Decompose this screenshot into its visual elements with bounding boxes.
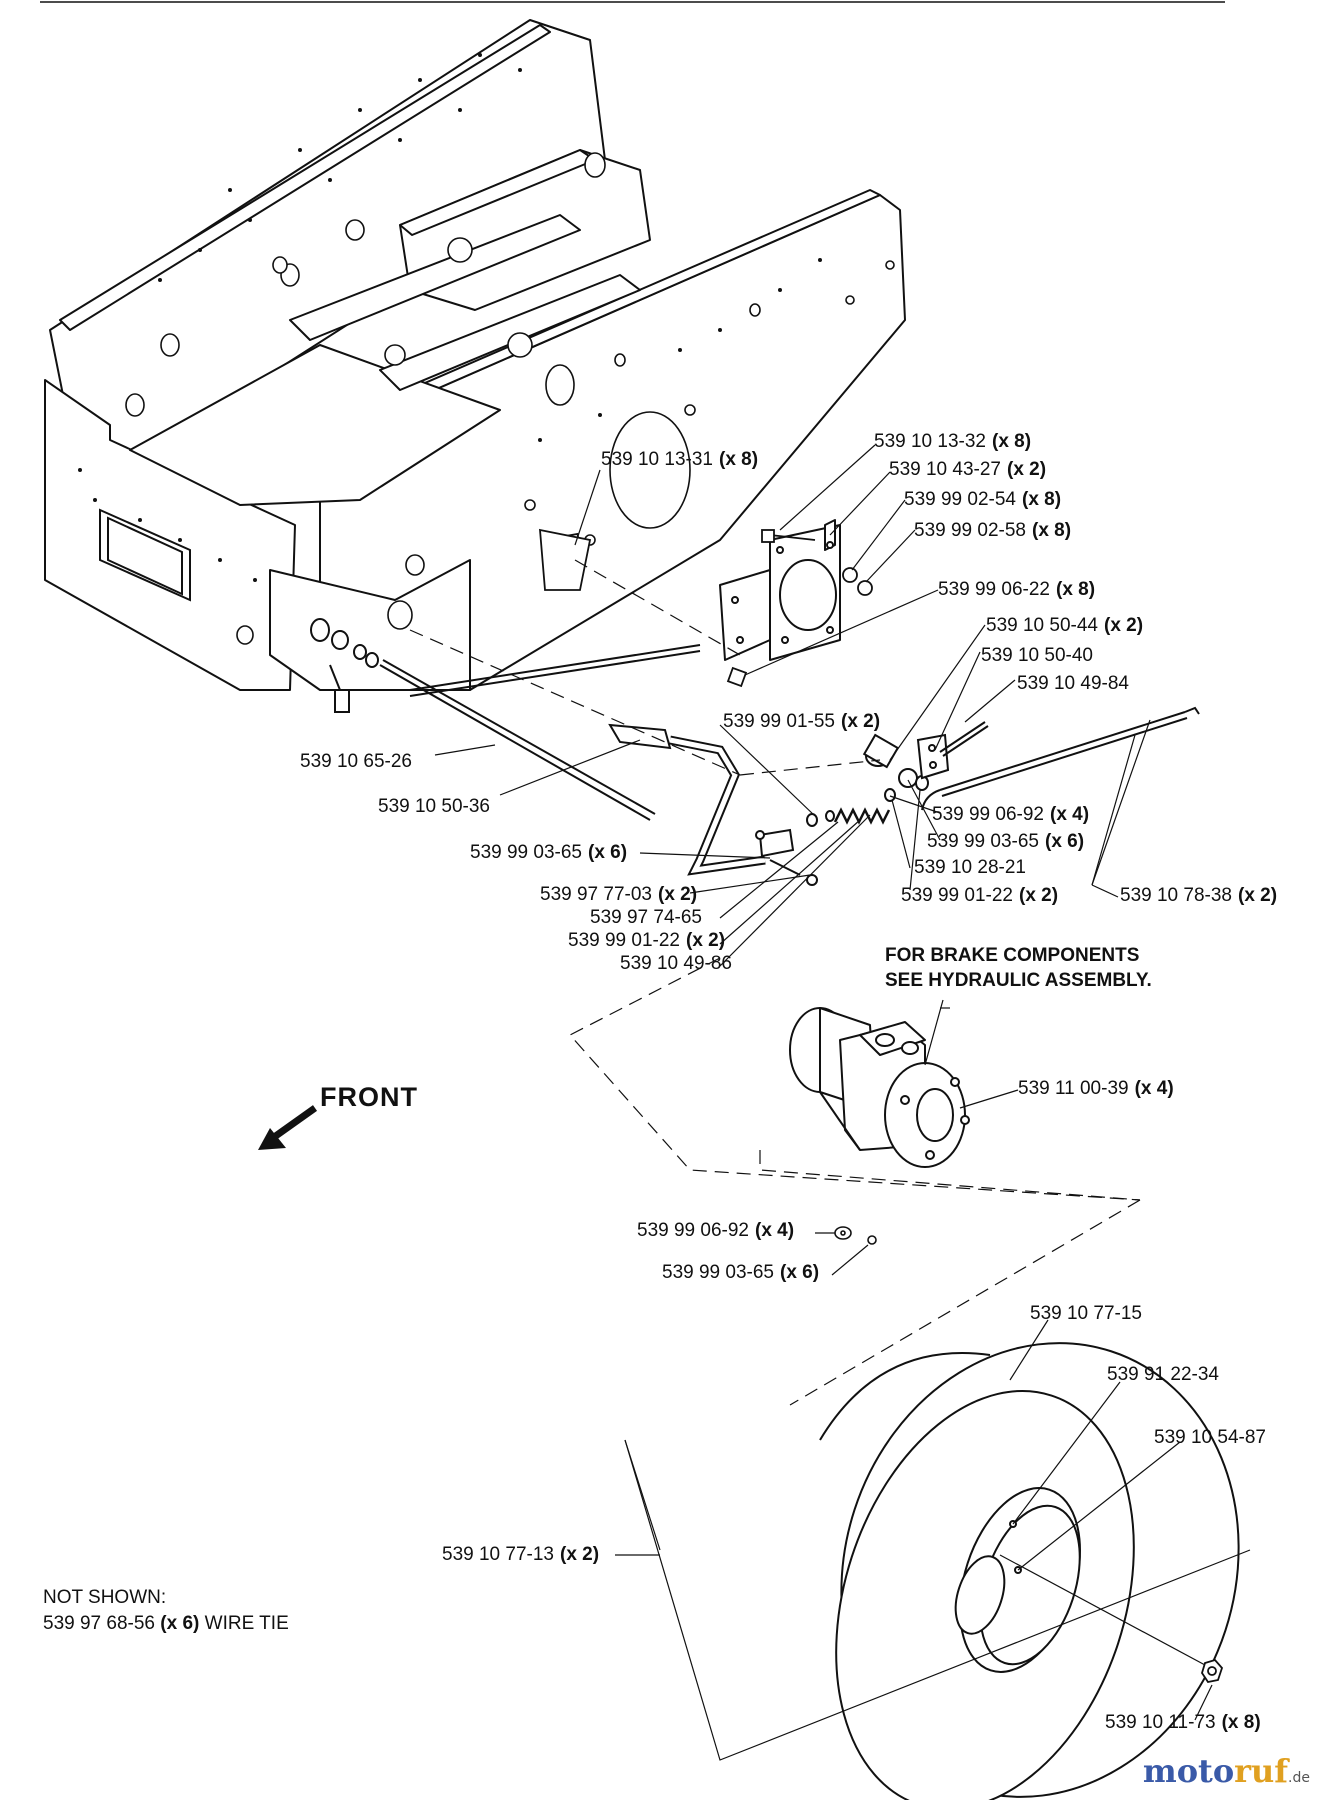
part-label: 539 97 77-03(x 2) [540,884,698,905]
part-label: 539 99 06-92(x 4) [932,804,1090,825]
part-label: 539 10 50-36 [378,796,490,817]
part-label: 539 99 02-54(x 8) [904,489,1062,510]
control-rod [310,618,1200,886]
part-label: 539 99 06-92(x 4) [637,1220,795,1241]
part-label: 539 10 49-84 [1017,673,1129,694]
frame-holes [125,152,895,645]
part-label: 539 10 77-15 [1030,1303,1142,1324]
part-label: 539 91 22-34 [1107,1364,1219,1385]
part-label: 539 10 77-13(x 2) [442,1544,600,1565]
part-label: 539 99 03-65(x 6) [662,1262,820,1283]
part-label: 539 10 50-40 [981,645,1093,666]
part-label: 539 99 01-55(x 2) [723,711,881,732]
pump-bracket [719,519,841,661]
not-shown-item: 539 97 68-56 (x 6) WIRE TIE [43,1613,289,1634]
part-label: 539 99 03-65(x 6) [927,831,1085,852]
part-label: 539 10 65-26 [300,751,412,772]
part-label: 539 97 74-65 [590,907,702,928]
main-frame [44,19,906,691]
hydraulic-motor [789,1007,970,1168]
front-slot [99,508,191,602]
not-shown-note: NOT SHOWN: 539 97 68-56 (x 6) WIRE TIE [43,1585,289,1637]
wheel-tire [819,1342,1240,1800]
part-label: 539 99 01-22(x 2) [901,885,1059,906]
part-label: 539 10 78-38(x 2) [1120,885,1278,906]
brake-note-line2: SEE HYDRAULIC ASSEMBLY. [885,970,1152,991]
motor-hardware [834,1226,877,1245]
frame-rivets [78,53,822,582]
part-label: 539 11 00-39(x 4) [1018,1078,1174,1099]
part-label: 539 10 13-32(x 8) [874,431,1032,452]
part-label: 539 10 49-86 [620,953,732,974]
not-shown-heading: NOT SHOWN: [43,1587,167,1608]
part-label: 539 99 02-58(x 8) [914,520,1072,541]
part-label: 539 99 01-22(x 2) [568,930,726,951]
front-arrow-icon [258,1105,318,1150]
part-label: 539 10 50-44(x 2) [986,615,1144,636]
watermark-logo: motoruf.de [1142,1752,1310,1790]
part-label: 539 10 13-31(x 8) [601,449,759,470]
leader-lines [434,444,1251,1761]
brake-note-line1: FOR BRAKE COMPONENTS [885,945,1140,966]
brake-components-note: FOR BRAKE COMPONENTS SEE HYDRAULIC ASSEM… [885,943,1152,993]
part-label: 539 10 54-87 [1154,1427,1266,1448]
part-label: 539 10 11-73(x 8) [1105,1712,1261,1733]
part-label: 539 10 43-27(x 2) [889,459,1047,480]
part-label: 539 10 28-21 [914,857,1026,878]
lug-nut [1201,1658,1224,1684]
bracket-bolts [539,528,873,688]
part-label: 539 99 03-65(x 6) [470,842,628,863]
part-label: 539 99 06-22(x 8) [938,579,1096,600]
front-label: FRONT [320,1082,418,1112]
